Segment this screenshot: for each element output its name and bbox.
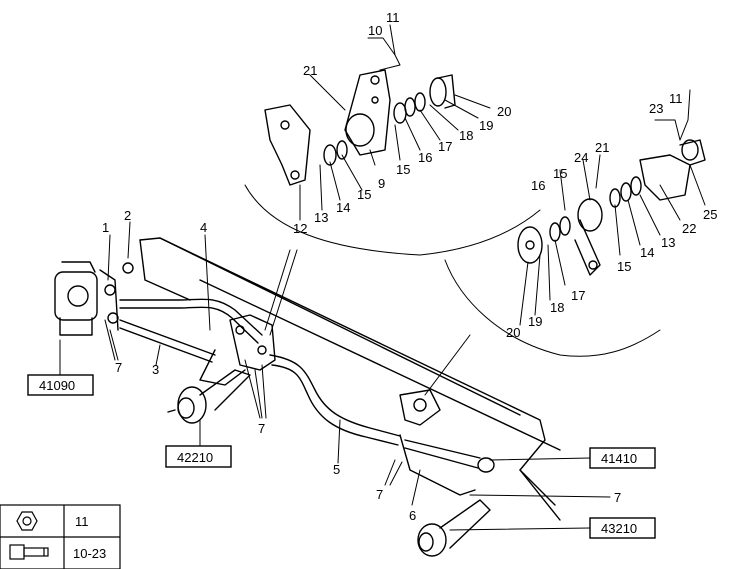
detail-boundary-arc-upper <box>244 184 541 256</box>
reference-box-41410: 41410 <box>589 447 656 469</box>
callout-13: 13 <box>314 210 328 225</box>
reference-box-42210: 42210 <box>165 445 232 468</box>
bracket-right <box>399 389 476 496</box>
callout-5: 5 <box>333 462 340 477</box>
hub-43210 <box>417 499 491 557</box>
center-bracket <box>199 314 276 386</box>
callout-2: 2 <box>124 208 131 223</box>
hub-42210 <box>167 369 251 424</box>
actuator-41090 <box>54 261 119 336</box>
callout-1: 1 <box>102 220 109 235</box>
legend-table <box>0 504 121 569</box>
callout-23: 23 <box>649 101 663 116</box>
callout-9: 9 <box>378 176 385 191</box>
callout-4: 4 <box>200 220 207 235</box>
callout-7: 7 <box>115 360 122 375</box>
detail-boundary-arc-right <box>444 259 661 357</box>
nut-2 <box>122 262 134 274</box>
callout-19: 19 <box>528 314 542 329</box>
callout-labels: 11 10 21 20 19 18 17 16 15 9 15 14 13 12… <box>102 10 717 523</box>
callout-22: 22 <box>682 221 696 236</box>
link-rod-3 <box>119 319 216 363</box>
callout-15: 15 <box>617 259 631 274</box>
callout-25: 25 <box>703 207 717 222</box>
callout-10: 10 <box>368 23 382 38</box>
callout-18: 18 <box>550 300 564 315</box>
legend-row-2-value: 10-23 <box>73 546 106 561</box>
svg-text:41410: 41410 <box>601 451 637 466</box>
legend-row-1-value: 11 <box>75 514 89 529</box>
reference-box-43210: 43210 <box>589 517 656 539</box>
svg-text:42210: 42210 <box>177 450 213 465</box>
callout-16: 16 <box>531 178 545 193</box>
callout-15: 15 <box>396 162 410 177</box>
svg-text:41090: 41090 <box>39 378 75 393</box>
right-exploded-assembly <box>517 139 706 276</box>
chassis-frame <box>139 237 561 521</box>
callout-15: 15 <box>553 166 567 181</box>
callout-16: 16 <box>418 150 432 165</box>
callout-11: 11 <box>386 10 400 25</box>
callout-21: 21 <box>303 63 317 78</box>
callout-6: 6 <box>409 508 416 523</box>
callout-7: 7 <box>258 421 265 436</box>
stabilizer-bar-upper <box>119 298 263 344</box>
bolt-icon <box>9 544 49 560</box>
callout-18: 18 <box>459 128 473 143</box>
svg-text:43210: 43210 <box>601 521 637 536</box>
callout-11: 11 <box>669 91 683 106</box>
callout-15: 15 <box>357 187 371 202</box>
callout-19: 19 <box>479 118 493 133</box>
stabilizer-bar-lower <box>269 354 401 446</box>
link-rod-right <box>404 439 495 473</box>
callout-13: 13 <box>661 235 675 250</box>
callout-12: 12 <box>293 221 307 236</box>
callout-14: 14 <box>640 245 654 260</box>
nut-icon <box>16 511 38 531</box>
callout-20: 20 <box>497 104 511 119</box>
callout-14: 14 <box>336 200 350 215</box>
callout-20: 20 <box>506 325 520 340</box>
leader-lines <box>59 24 706 531</box>
reference-box-41090: 41090 <box>27 374 94 396</box>
callout-21: 21 <box>595 140 609 155</box>
callout-7: 7 <box>376 487 383 502</box>
callout-17: 17 <box>438 139 452 154</box>
callout-3: 3 <box>152 362 159 377</box>
callout-24: 24 <box>574 150 588 165</box>
upper-exploded-assembly <box>264 69 456 186</box>
callout-7: 7 <box>614 490 621 505</box>
callout-17: 17 <box>571 288 585 303</box>
